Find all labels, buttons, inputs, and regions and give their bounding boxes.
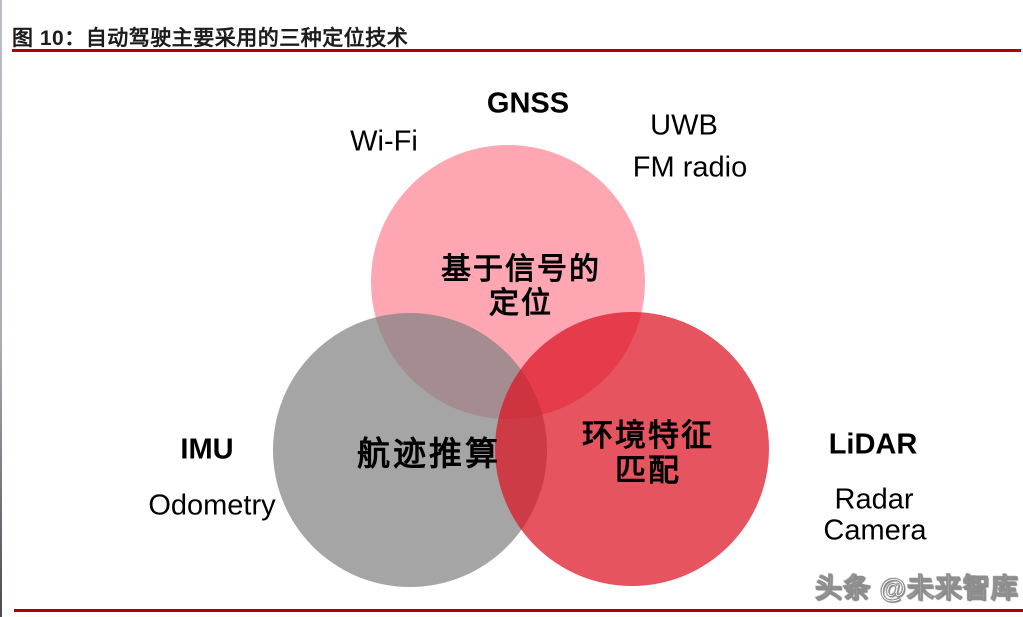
bottom-rule [14, 609, 1023, 612]
label-wifi: Wi-Fi [350, 125, 418, 158]
signal-circle-label-line2: 定位 [489, 287, 553, 320]
watermark-toutiao-weilaizhiku: 头条 @未来智库 [815, 573, 1019, 604]
label-radar: Radar [834, 483, 914, 516]
label-uwb: UWB [650, 109, 718, 142]
label-odometry: Odometry [148, 489, 276, 522]
signal-circle-label-line1: 基于信号的 [441, 253, 601, 286]
feature-circle-label: 环境特征 匹配 [582, 418, 714, 488]
dead-reckoning-circle-label: 航迹推算 [357, 435, 501, 472]
feature-circle-label-line2: 匹配 [615, 453, 681, 488]
venn-circle-feature-matching [495, 312, 769, 586]
label-camera: Camera [823, 514, 927, 547]
label-fm-radio: FM radio [632, 151, 748, 184]
label-gnss: GNSS [486, 87, 570, 120]
signal-circle-label: 基于信号的 定位 [441, 253, 601, 321]
page-left-edge-line [0, 0, 2, 617]
feature-circle-label-line1: 环境特征 [582, 418, 714, 453]
label-imu: IMU [180, 433, 234, 466]
label-lidar: LiDAR [828, 428, 918, 461]
figure-title: 图 10：自动驾驶主要采用的三种定位技术 [12, 27, 409, 50]
title-underline-rule [12, 49, 1021, 52]
